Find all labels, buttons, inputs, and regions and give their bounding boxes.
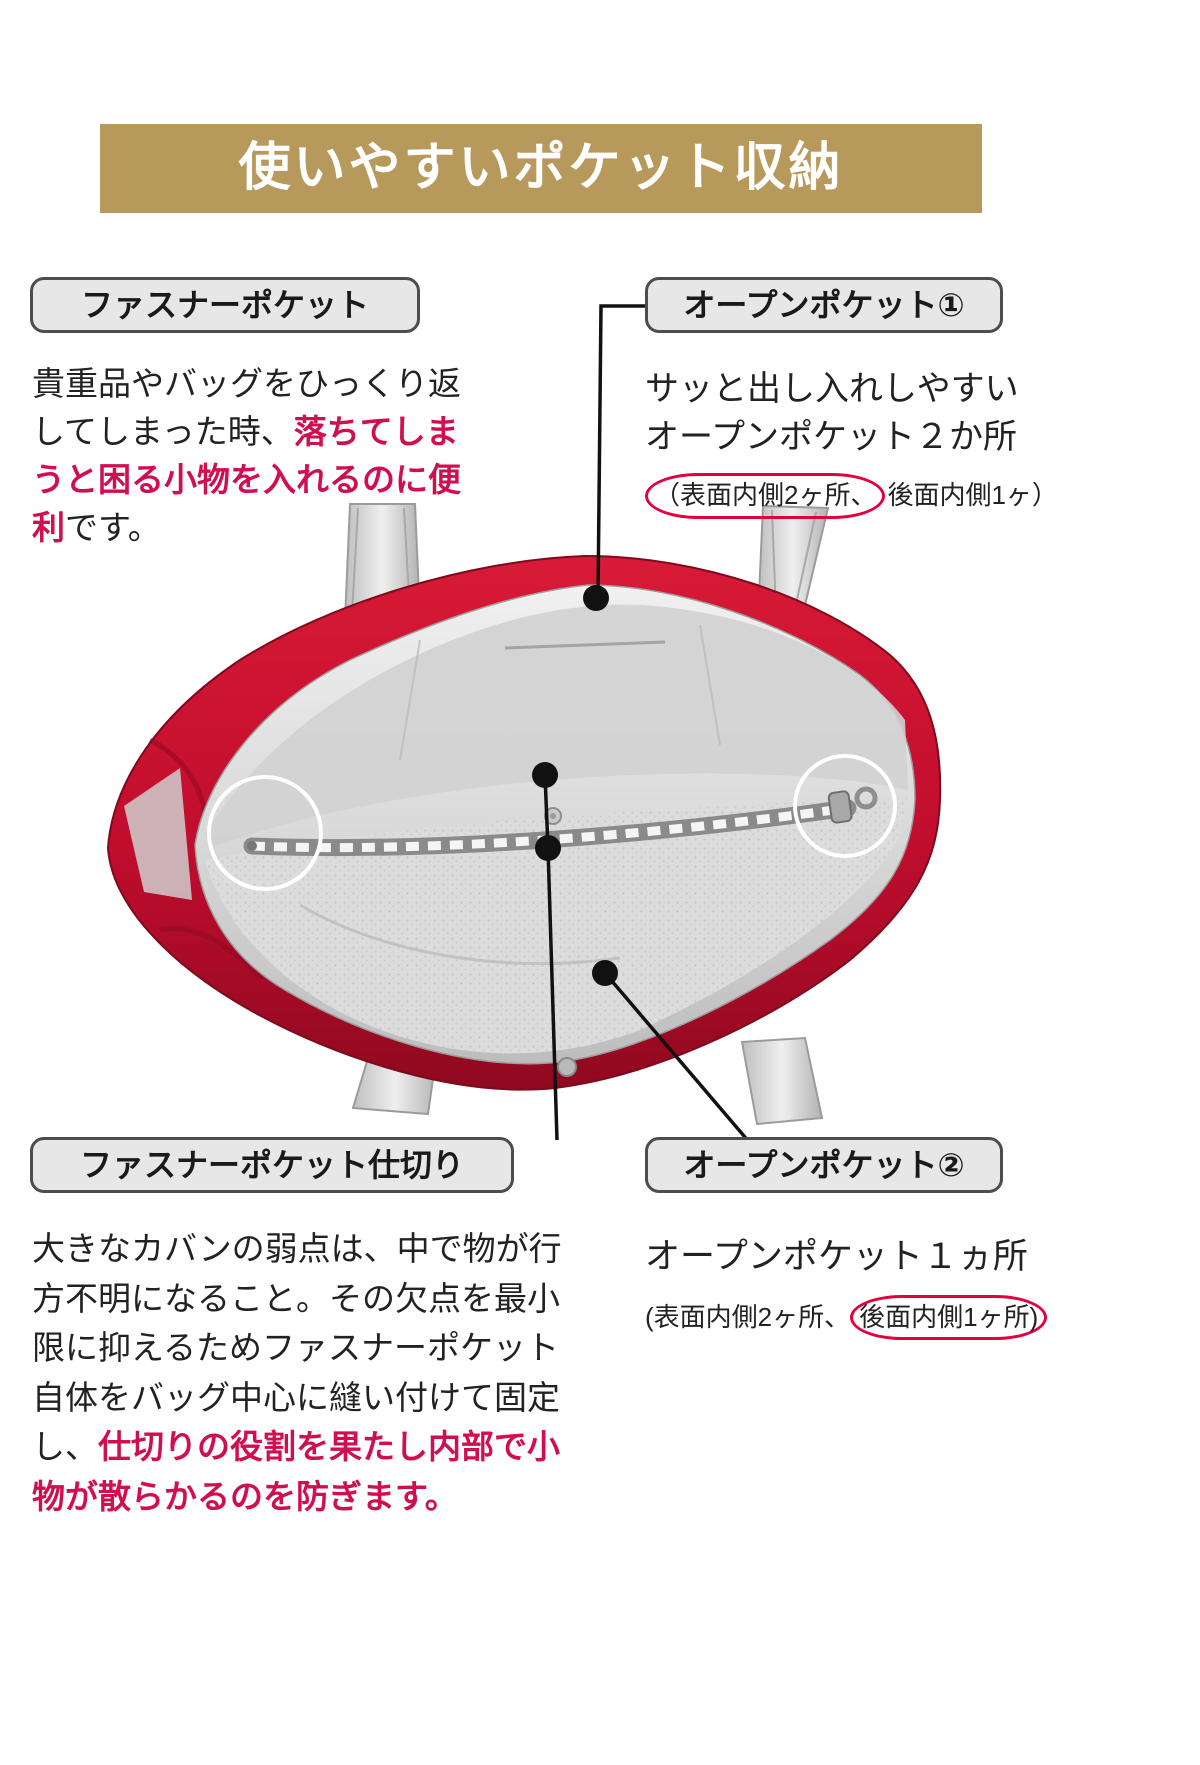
highlight-circle-left	[207, 775, 323, 891]
description-highlight: 落ちてしまうと困る小物を入れるのに便利	[32, 412, 461, 546]
label-zipper-divider: ファスナーポケット仕切り	[30, 1137, 514, 1193]
callout-dot-open-pocket-front	[532, 762, 558, 788]
circled-note: （表面内側2ヶ所、	[645, 473, 886, 519]
description-line-1: オープンポケット１ヵ所	[645, 1237, 1028, 1276]
page-title: 使いやすいポケット収納	[100, 124, 982, 213]
zipper-divider-description: 大きなカバンの弱点は、中で物が行方不明になること。その欠点を最小限に抑えるためフ…	[32, 1224, 572, 1521]
highlight-circle-right	[793, 754, 897, 858]
pocket-count-note: (表面内側2ヶ所、後面内側1ヶ所)	[645, 1294, 1095, 1341]
note-prefix: (表面内側2ヶ所、	[645, 1301, 851, 1332]
label-open-pocket-2: オープンポケット②	[645, 1137, 1003, 1193]
zipper-pocket-description: 貴重品やバッグをひっくり返してしまった時、落ちてしまうと困る小物を入れるのに便利…	[32, 360, 474, 551]
inner-pocket-slit	[504, 640, 666, 650]
label-open-pocket-1: オープンポケット①	[645, 277, 1003, 333]
zipper-slider	[827, 790, 853, 824]
open-pocket-1-description: サッと出し入れしやすい オープンポケット２か所 （表面内側2ヶ所、後面内側1ヶ）	[645, 366, 1075, 519]
circled-note: 後面内側1ヶ所)	[850, 1294, 1048, 1341]
note-rest: 後面内側1ヶ）	[887, 480, 1058, 511]
description-line-1: サッと出し入れしやすい	[645, 370, 1019, 408]
description-highlight: 仕切りの役割を果たし内部で小物が散らかるのを防ぎます。	[32, 1428, 560, 1515]
callout-dot-open-pocket-back	[583, 585, 609, 611]
callout-dot-zipper-divider	[535, 835, 561, 861]
description-text-after: です。	[65, 508, 161, 546]
description-text: 大きなカバンの弱点は、中で物が行方不明になること。その欠点を最小限に抑えるためフ…	[32, 1230, 562, 1465]
callout-dots	[532, 585, 618, 986]
open-pocket-2-description: オープンポケット１ヵ所 (表面内側2ヶ所、後面内側1ヶ所)	[645, 1232, 1095, 1341]
callout-dot-open-pocket-2	[592, 960, 618, 986]
label-zipper-pocket: ファスナーポケット	[30, 277, 420, 333]
snap-buttons	[544, 807, 577, 1077]
description-text: 貴重品やバッグをひっくり返してしまった時、	[32, 365, 461, 450]
description-line-2: オープンポケット２か所	[645, 417, 1017, 456]
pocket-count-note: （表面内側2ヶ所、後面内側1ヶ）	[645, 473, 1075, 519]
